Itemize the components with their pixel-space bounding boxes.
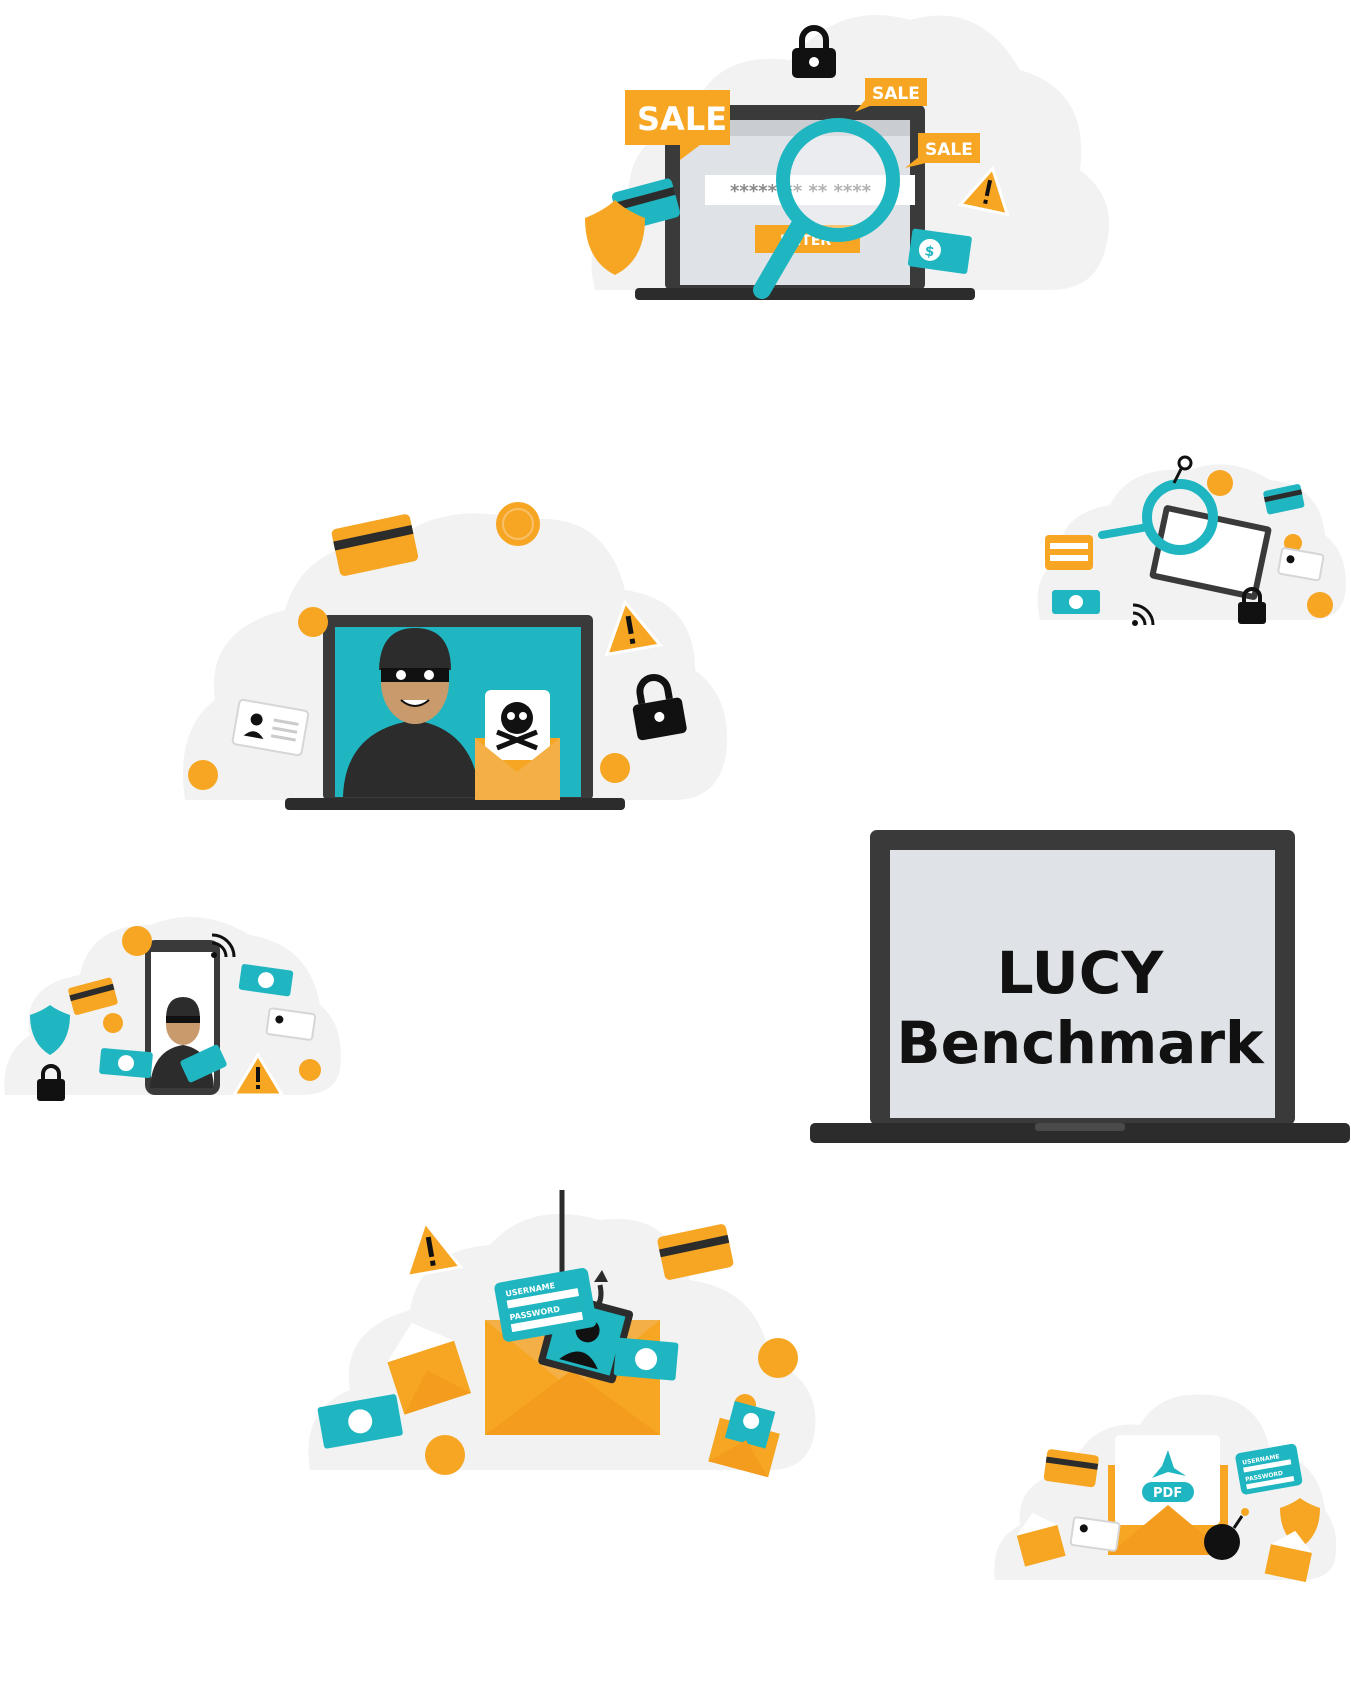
hacker-scene (175, 500, 735, 820)
envelope-icon (1016, 1512, 1066, 1567)
credit-card-icon (68, 977, 118, 1015)
lucy-title-line2: Benchmark (896, 1009, 1264, 1077)
banknote-icon (317, 1394, 403, 1449)
lock-icon (1238, 587, 1266, 624)
id-card-icon (1277, 547, 1325, 582)
credit-card-icon (180, 1044, 227, 1083)
pdf-icon: PDF (1142, 1450, 1194, 1502)
lucy-benchmark-title: LUCY Benchmark (810, 938, 1350, 1078)
wifi-icon (211, 933, 236, 958)
coin-icon (425, 1435, 465, 1475)
coin-icon (103, 1013, 123, 1033)
hacker-icon (343, 628, 480, 797)
coin-icon (188, 760, 218, 790)
credit-card-icon (1263, 484, 1305, 515)
coin-icon (298, 607, 328, 637)
coin-icon (1307, 592, 1333, 618)
phone-scene (0, 905, 350, 1105)
banknote-icon: $ (907, 228, 972, 274)
magnifier-icon (1098, 479, 1218, 555)
coin-icon (758, 1338, 798, 1378)
wifi-icon (1132, 603, 1155, 626)
warning-icon (231, 1052, 285, 1097)
sale-tag-large: SALE (625, 90, 730, 160)
svg-text:SALE: SALE (872, 84, 920, 104)
phishing-scene: USERNAME PASSWORD (300, 1190, 820, 1490)
coin-icon (600, 753, 630, 783)
coin-icon (496, 502, 540, 546)
credit-card-icon (331, 514, 419, 576)
login-card-icon: USERNAME PASSWORD (1235, 1443, 1303, 1495)
banknote-icon (613, 1337, 679, 1381)
skull-icon (496, 702, 538, 751)
id-card-icon (231, 698, 310, 757)
banknote-icon (238, 964, 294, 997)
search-scene (1030, 455, 1350, 630)
pdf-label: PDF (1153, 1486, 1182, 1501)
coin-icon (299, 1059, 321, 1081)
password-mask: ***** ** ** **** (730, 181, 872, 202)
login-card-icon (1045, 535, 1093, 570)
sale-tag-small: SALE (855, 78, 927, 112)
envelope-icon (708, 1401, 780, 1478)
banknote-icon (1052, 590, 1100, 614)
lock-icon (632, 674, 687, 741)
key-icon (1172, 455, 1193, 484)
coin-icon (122, 926, 152, 956)
lock-icon (792, 25, 836, 78)
bomb-icon (1204, 1508, 1249, 1560)
id-card-icon (265, 1007, 317, 1041)
login-card-icon: USERNAME PASSWORD (494, 1268, 597, 1342)
credit-card-icon (657, 1224, 734, 1280)
warning-icon (957, 165, 1010, 217)
shopping-scene: ***** ** ** **** ENTER SALE SALE SALE (580, 0, 1120, 310)
lucy-benchmark-laptop: LUCY Benchmark (810, 830, 1350, 1145)
envelope-icon (387, 1322, 472, 1415)
sale-tag-small: SALE (905, 133, 980, 168)
svg-text:SALE: SALE (637, 100, 727, 138)
credit-card-icon (1043, 1449, 1099, 1488)
svg-text:$: $ (924, 243, 936, 260)
id-card-icon (1069, 1516, 1121, 1552)
lucy-title-line1: LUCY (996, 939, 1164, 1007)
magnifier-icon (753, 118, 900, 299)
shield-icon (585, 200, 645, 275)
warning-icon (604, 599, 663, 657)
shield-icon (30, 1005, 70, 1055)
laptop-icon (1149, 505, 1272, 600)
warning-icon (405, 1219, 464, 1279)
envelope-icon (1264, 1530, 1313, 1583)
coin-icon (1207, 470, 1233, 496)
svg-text:SALE: SALE (925, 140, 973, 160)
coin-icon (1284, 534, 1302, 552)
banknote-icon (99, 1048, 153, 1079)
lock-icon (37, 1064, 65, 1101)
attachment-scene: PDF USERNAME PASSWORD (990, 1390, 1340, 1590)
